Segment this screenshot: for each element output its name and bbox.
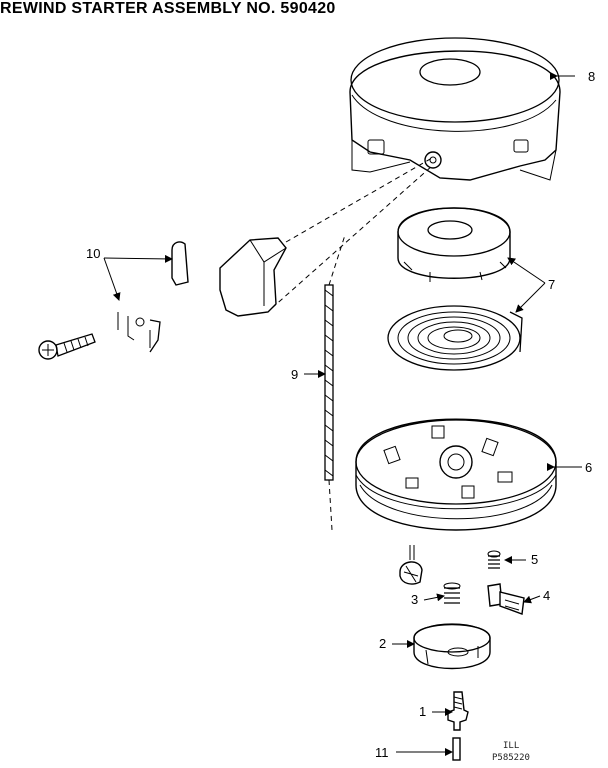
diagram-title: REWIND STARTER ASSEMBLY NO. 590420 [0,0,336,17]
callout-2: 2 [379,636,386,651]
pin-11 [452,737,461,761]
spring-3 [443,582,461,604]
starter-pulley [355,418,557,531]
pawl [487,583,525,615]
starter-housing [349,37,561,181]
callout-7: 7 [548,277,555,292]
illustration-code-line-1: ILL [503,741,519,751]
callout-8: 8 [588,69,595,84]
callout-11: 11 [375,745,389,760]
starter-handle [171,157,433,317]
rewind-spring [387,305,523,371]
callout-leaders [103,72,582,756]
retainer-screw [399,545,423,585]
handle-screw [38,333,96,360]
callout-10: 10 [86,246,100,261]
spring-5 [487,550,501,569]
illustration-code-line-2: P585220 [492,753,530,763]
pulley-cup [397,207,511,282]
callout-4: 4 [543,588,550,603]
handle-insert [117,312,161,353]
callout-3: 3 [411,592,418,607]
callout-1: 1 [419,704,426,719]
retainer [413,623,491,670]
callout-5: 5 [531,552,538,567]
spacer-1 [447,691,469,731]
callout-9: 9 [291,367,298,382]
starter-rope [324,234,346,531]
callout-6: 6 [585,460,592,475]
